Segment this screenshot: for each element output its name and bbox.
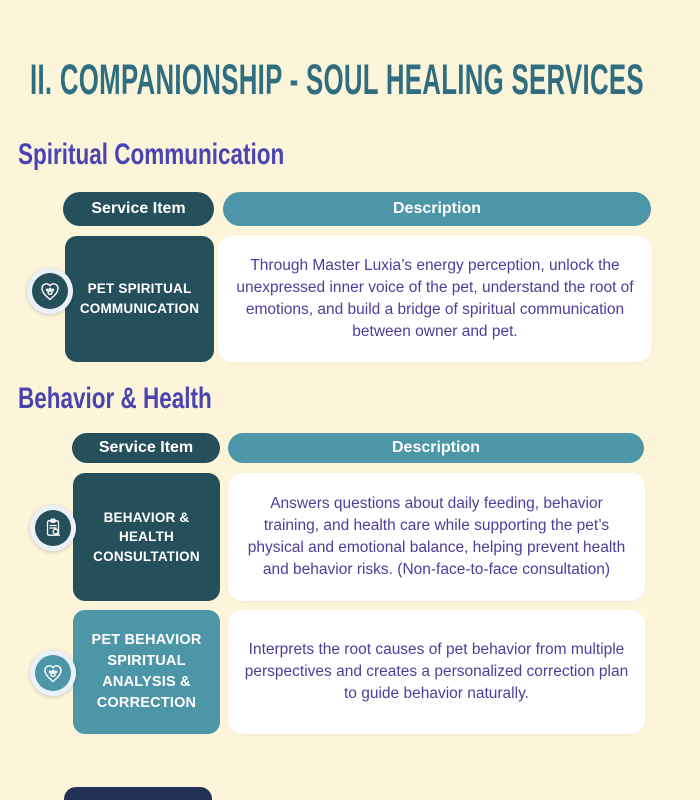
clipboard-search-icon bbox=[35, 510, 71, 546]
table1-row1-description-cell: Through Master Luxia’s energy perception… bbox=[218, 236, 652, 362]
section-heading-spiritual-communication: Spiritual Communication bbox=[18, 138, 285, 171]
table2-service-item-header: Service Item bbox=[72, 433, 220, 463]
next-section-partial-box bbox=[64, 787, 212, 800]
table2-row1-description-cell: Answers questions about daily feeding, b… bbox=[228, 473, 645, 601]
page-title: II. COMPANIONSHIP - SOUL HEALING SERVICE… bbox=[30, 56, 644, 104]
table1-description-header: Description bbox=[223, 192, 651, 226]
section-heading-behavior-health: Behavior & Health bbox=[18, 382, 212, 415]
heart-paw-badge bbox=[27, 268, 73, 314]
table1-service-item-header: Service Item bbox=[63, 192, 214, 226]
clipboard-search-badge bbox=[30, 505, 76, 551]
heart-paw-icon bbox=[32, 273, 68, 309]
table2-description-header: Description bbox=[228, 433, 644, 463]
table2-row2-description-cell: Interprets the root causes of pet behavi… bbox=[228, 610, 645, 734]
table2-row1-service-cell: BEHAVIOR & HEALTH CONSULTATION bbox=[73, 473, 220, 601]
heart-paw-badge bbox=[30, 650, 76, 696]
table2-row2-service-cell: PET BEHAVIOR SPIRITUAL ANALYSIS & CORREC… bbox=[73, 610, 220, 734]
table1-row1-service-cell: PET SPIRITUAL COMMUNICATION bbox=[65, 236, 214, 362]
heart-paw-icon bbox=[35, 655, 71, 691]
